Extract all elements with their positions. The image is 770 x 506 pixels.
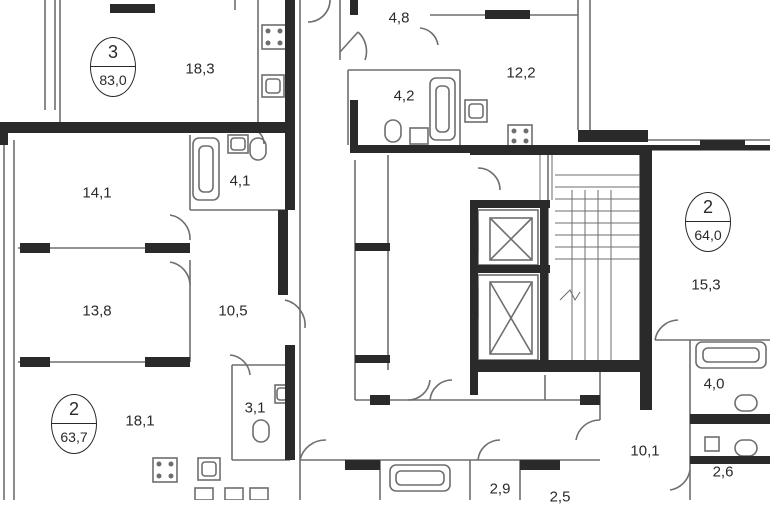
apartment-area: 64,0 bbox=[694, 227, 722, 243]
apartment-rooms: 2 bbox=[52, 395, 96, 424]
room-area-label: 13,8 bbox=[82, 302, 112, 320]
room-area-label: 18,3 bbox=[185, 60, 215, 78]
room-area-label: 18,1 bbox=[125, 412, 155, 430]
room-area-label: 3,1 bbox=[244, 399, 266, 417]
room-area-label: 14,1 bbox=[82, 184, 112, 202]
room-area-label: 4,8 bbox=[388, 9, 410, 27]
load-bearing-walls bbox=[0, 0, 770, 470]
room-area-label: 2,6 bbox=[712, 463, 734, 481]
apartment-rooms: 2 bbox=[686, 193, 730, 222]
apartment-badge-2-room-right: 2 64,0 bbox=[685, 192, 731, 252]
apartment-badge-3-room: 3 83,0 bbox=[90, 37, 136, 97]
room-area-label: 2,5 bbox=[549, 488, 571, 506]
room-area-label: 4,1 bbox=[229, 172, 251, 190]
room-area-label: 10,1 bbox=[630, 442, 660, 460]
room-area-label: 2,9 bbox=[489, 480, 511, 498]
apartment-area: 63,7 bbox=[60, 429, 88, 445]
apartment-rooms: 3 bbox=[91, 38, 135, 67]
stove-burners bbox=[156, 28, 529, 479]
apartment-badge-2-room-left: 2 63,7 bbox=[51, 394, 97, 454]
room-area-label: 15,3 bbox=[691, 276, 721, 294]
room-area-label: 12,2 bbox=[506, 64, 536, 82]
apartment-area: 83,0 bbox=[99, 72, 127, 88]
room-area-label: 10,5 bbox=[218, 302, 248, 320]
room-area-label: 4,2 bbox=[393, 87, 415, 105]
room-area-label: 4,0 bbox=[703, 375, 725, 393]
